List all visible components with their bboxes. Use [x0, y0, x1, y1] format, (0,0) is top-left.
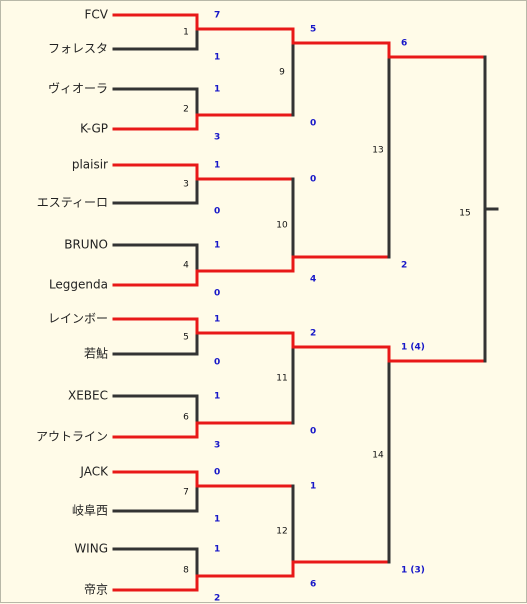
- score-bottom: 2: [214, 594, 220, 604]
- team-name: FCV: [85, 8, 109, 22]
- match-number: 2: [183, 105, 189, 115]
- score-top: 1 (4): [401, 343, 425, 353]
- score-top: 2: [310, 329, 316, 339]
- score-top: 1: [214, 392, 220, 402]
- team-name: XEBEC: [68, 389, 108, 403]
- score-bottom: 6: [310, 580, 316, 590]
- score-bottom: 4: [310, 275, 316, 285]
- team-name: JACK: [79, 465, 109, 479]
- match-number: 10: [276, 221, 288, 231]
- match-number: 7: [183, 488, 189, 498]
- team-name: アウトライン: [36, 430, 108, 444]
- match-number: 13: [372, 146, 383, 156]
- team-name: レインボー: [48, 312, 108, 326]
- match-number: 15: [459, 209, 470, 219]
- match-number: 5: [183, 333, 189, 343]
- team-name: plaisir: [72, 158, 108, 172]
- team-name: 岐阜西: [72, 504, 108, 518]
- team-name: エスティーロ: [37, 196, 108, 210]
- score-bottom: 3: [214, 441, 220, 451]
- score-bottom: 1: [214, 53, 220, 63]
- team-name: K-GP: [80, 122, 108, 136]
- team-name: 帝京: [84, 582, 108, 597]
- score-top: 1: [214, 241, 220, 251]
- score-bottom: 1: [214, 515, 220, 525]
- match-number: 14: [372, 451, 384, 461]
- score-top: 1: [214, 161, 220, 171]
- score-bottom: 3: [214, 133, 220, 143]
- score-bottom: 0: [214, 207, 220, 217]
- score-bottom: 0: [214, 289, 220, 299]
- team-name: ヴィオーラ: [48, 81, 108, 96]
- score-top: 0: [310, 175, 316, 185]
- score-top: 6: [401, 39, 407, 49]
- team-name: Leggenda: [49, 278, 108, 292]
- score-top: 0: [214, 468, 220, 478]
- score-bottom: 1 (3): [401, 566, 425, 576]
- score-top: 1: [214, 85, 220, 95]
- team-name: フォレスタ: [48, 42, 108, 56]
- score-top: 7: [214, 11, 220, 21]
- team-name: WING: [74, 542, 108, 556]
- match-number: 3: [183, 180, 189, 190]
- score-top: 1: [214, 545, 220, 555]
- match-number: 8: [183, 566, 189, 576]
- match-number: 4: [183, 261, 189, 271]
- score-bottom: 0: [214, 358, 220, 368]
- match-number: 9: [279, 68, 285, 78]
- score-bottom: 0: [310, 119, 316, 129]
- score-top: 5: [310, 25, 316, 35]
- match-number: 11: [276, 374, 287, 384]
- score-top: 1: [214, 315, 220, 325]
- team-name: 若鮎: [84, 347, 108, 361]
- team-name: BRUNO: [64, 238, 108, 252]
- match-number: 12: [276, 527, 287, 537]
- score-top: 1: [310, 482, 316, 492]
- match-number: 6: [183, 413, 189, 423]
- match-number: 1: [183, 28, 189, 38]
- score-bottom: 0: [310, 427, 316, 437]
- score-bottom: 2: [401, 261, 407, 271]
